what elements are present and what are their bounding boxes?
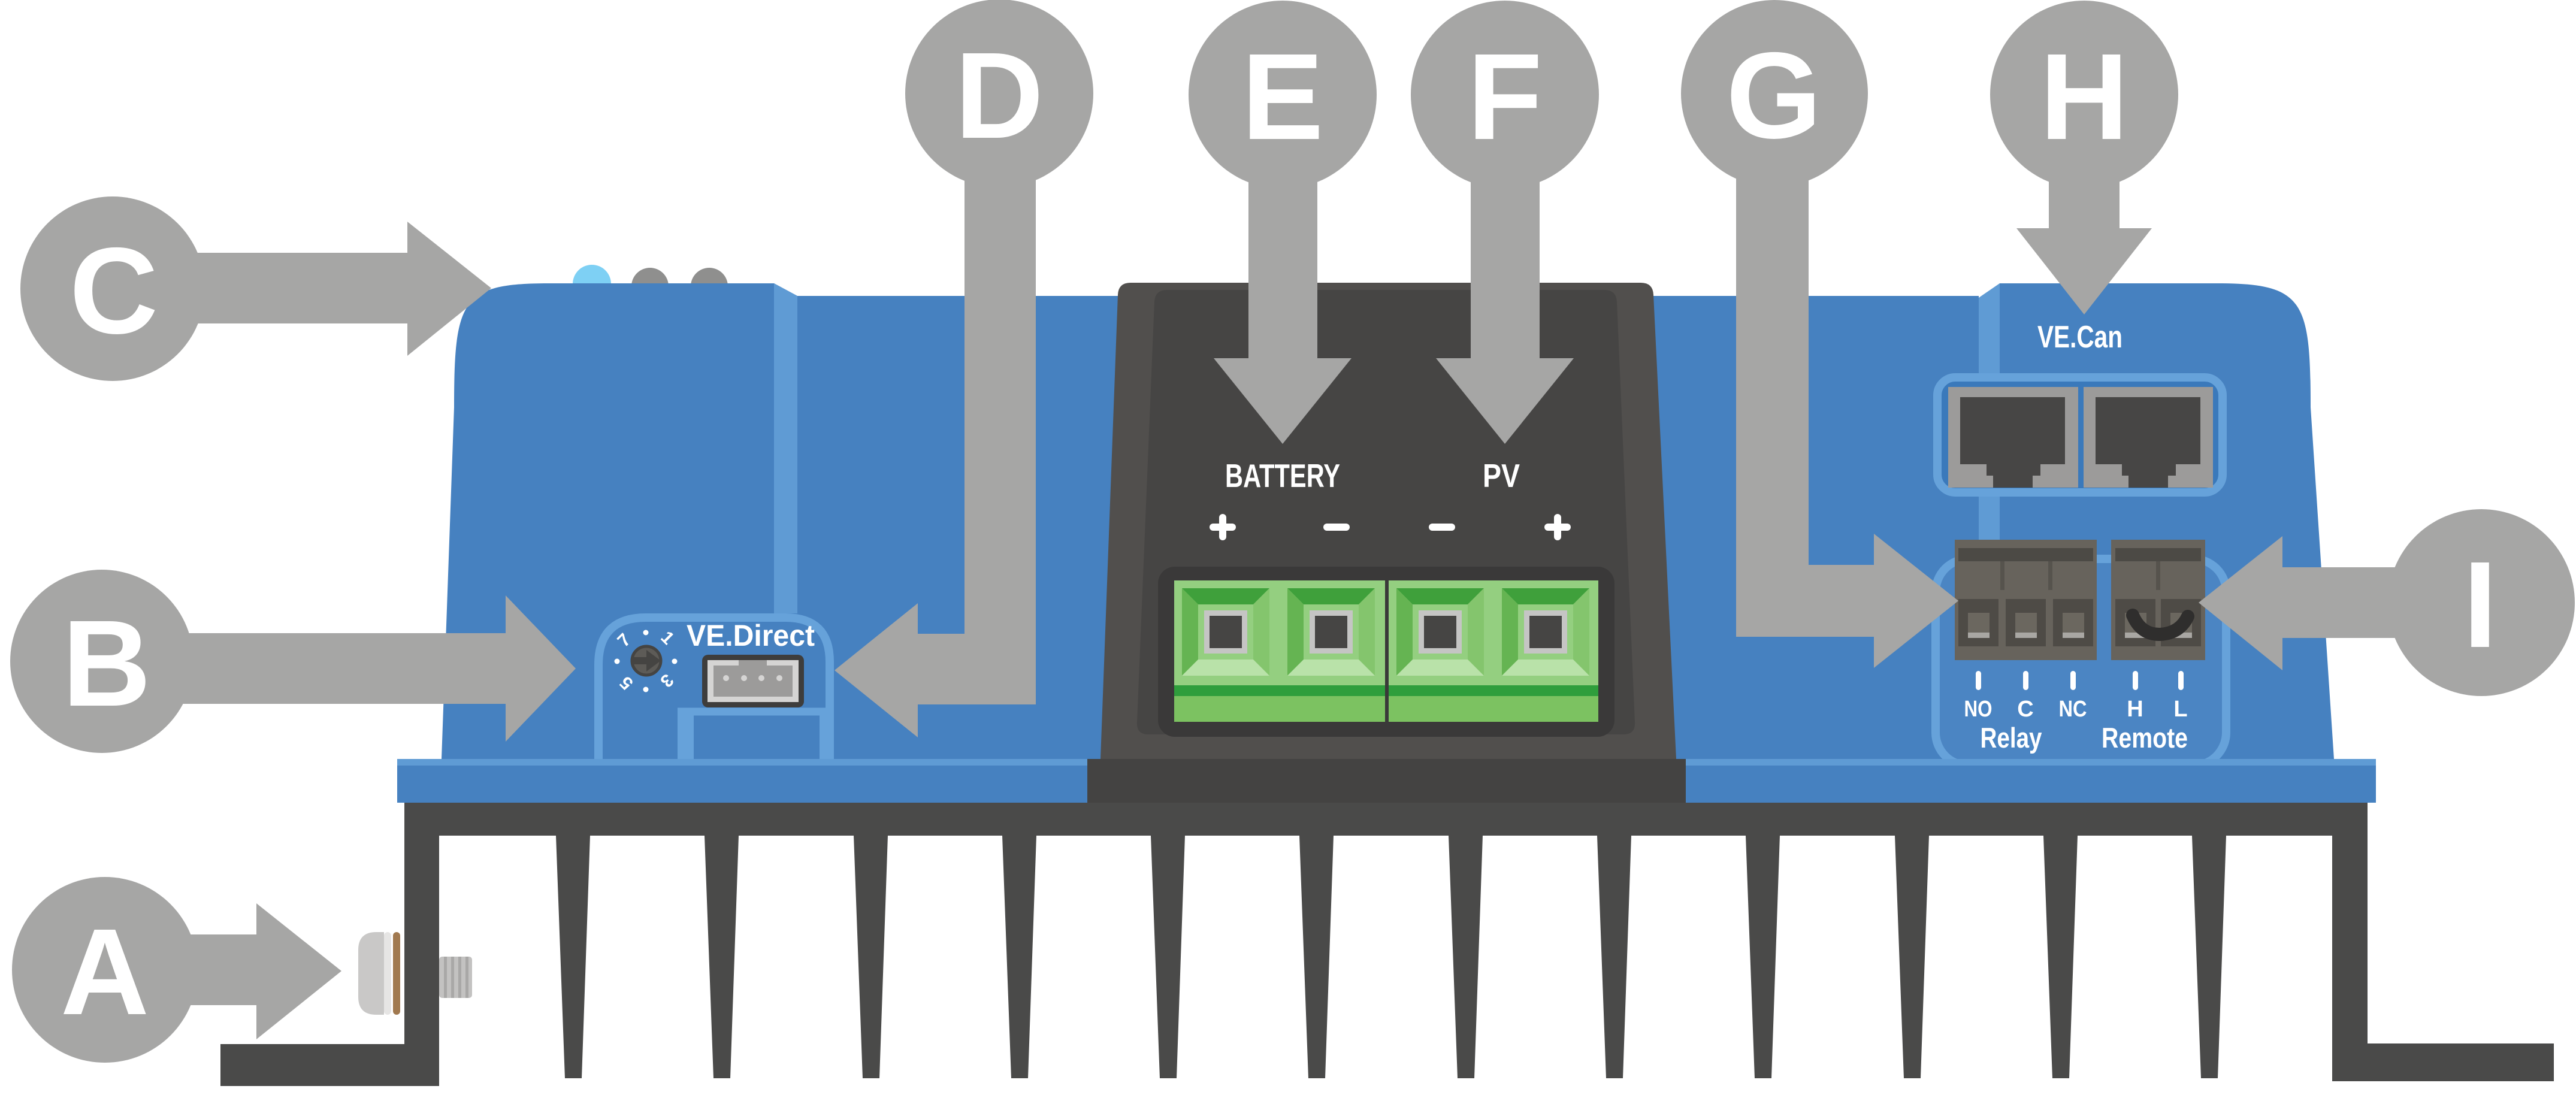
svg-text:NO: NO [1964,697,1993,722]
svg-text:F: F [1467,28,1542,165]
svg-text:A: A [61,903,149,1040]
svg-text:H: H [2127,697,2143,722]
svg-text:H: H [2040,28,2128,165]
svg-text:D: D [955,27,1044,164]
svg-text:I: I [2463,536,2498,673]
svg-text:C: C [2017,697,2033,722]
svg-text:G: G [1726,27,1821,164]
svg-text:C: C [69,222,158,359]
svg-text:VE.Can: VE.Can [2037,320,2123,355]
svg-text:BATTERY: BATTERY [1225,457,1340,494]
svg-text:E: E [1242,28,1324,165]
svg-text:Remote: Remote [2102,722,2188,754]
svg-text:B: B [62,595,151,732]
svg-text:VE.Direct: VE.Direct [687,619,815,652]
svg-text:L: L [2173,697,2187,722]
svg-text:Relay: Relay [1981,722,2042,754]
svg-text:NC: NC [2059,697,2087,722]
svg-text:PV: PV [1483,457,1520,494]
